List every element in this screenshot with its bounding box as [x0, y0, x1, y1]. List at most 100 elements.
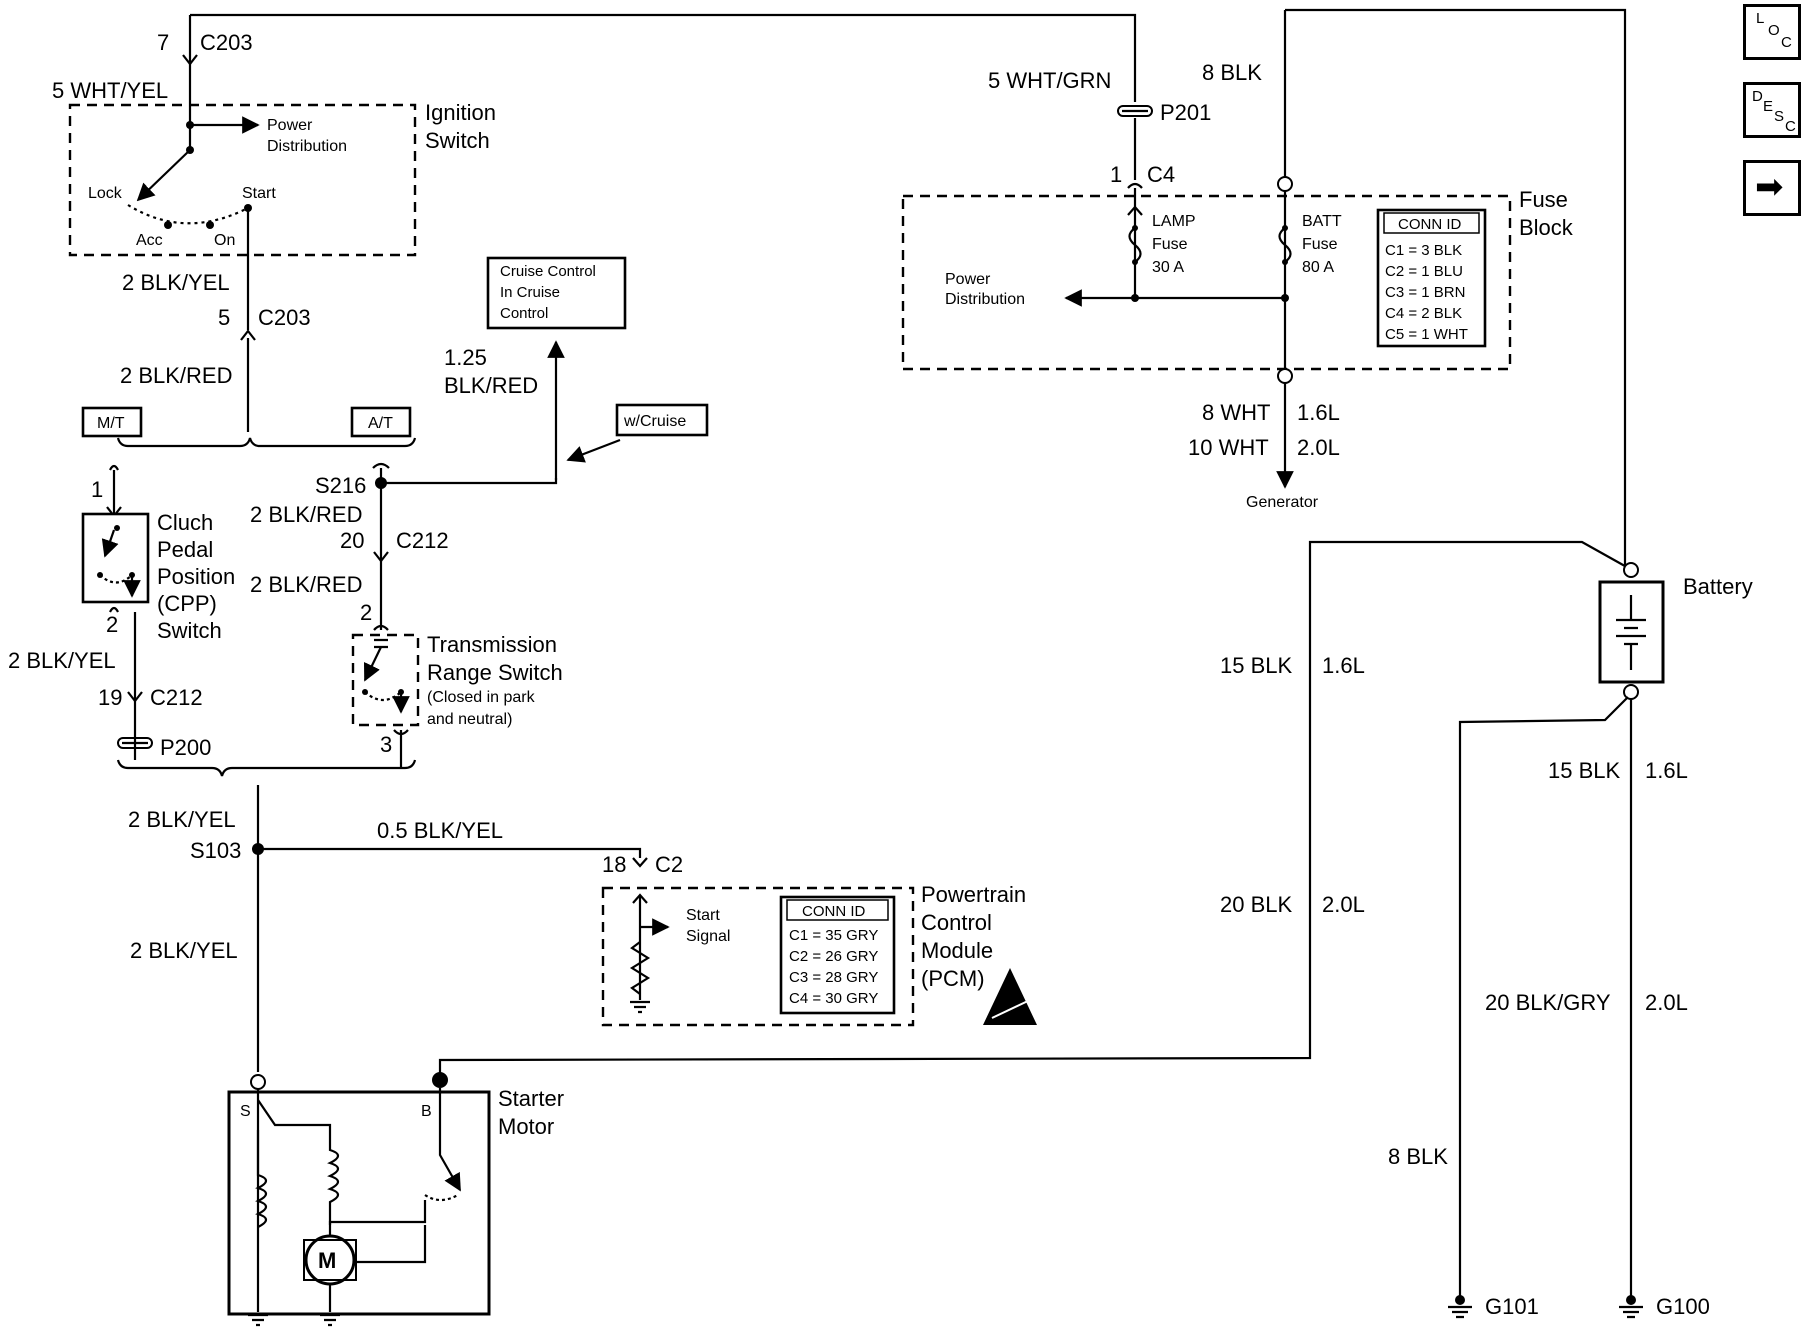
starter-cable-engine-1: 1.6L: [1322, 653, 1365, 678]
fuse-conn-id-5: C5 = 1 WHT: [1385, 326, 1468, 343]
option-manual-transmission: M/T: [97, 415, 125, 432]
desc-letter-c: C: [1785, 118, 1796, 135]
ignition-circuit: 7 C203 5 WHT/YEL Power Distribution Igni…: [52, 13, 1137, 448]
s216-c212-connector: C212: [396, 528, 449, 553]
s103-splice: S103: [190, 838, 241, 863]
ignition-feed-wire: 5 WHT/YEL: [52, 78, 168, 103]
location-button[interactable]: L O C: [1743, 4, 1801, 60]
cpp-output-pin: 2: [106, 612, 118, 637]
pcm-title-2: Control: [921, 910, 992, 935]
trs-note-2: and neutral): [427, 711, 512, 728]
trs-title-2: Range Switch: [427, 660, 563, 685]
c4-pin: 1: [1110, 162, 1122, 187]
cruise-module-line-3: Control: [500, 305, 548, 322]
g100-ground: G100: [1656, 1294, 1710, 1319]
cruise-wire-gauge: 1.25: [444, 345, 487, 370]
trs-circuit: S216 2 BLK/RED 20 C212 2 BLK/RED 2 Trans…: [211, 462, 563, 777]
ignition-switch-title-1: Ignition: [425, 100, 496, 125]
cruise-wire-color: BLK/RED: [444, 373, 538, 398]
cpp-c212-pin: 19: [98, 685, 122, 710]
s216-c212-pin: 20: [340, 528, 364, 553]
starter-cable-wire-2: 20 BLK: [1220, 892, 1292, 917]
battery-symbol: [1598, 580, 1665, 684]
option-labels: M/T A/T w/Cruise: [81, 403, 709, 463]
next-page-button[interactable]: ➡: [1743, 160, 1801, 216]
pcm-conn-id-header: CONN ID: [802, 903, 866, 920]
ground-cable-wire-2: 20 BLK/GRY: [1485, 990, 1611, 1015]
s216-splice: S216: [315, 473, 366, 498]
cpp-title-4: (CPP): [157, 591, 217, 616]
batt-fuse-3: 80 A: [1302, 259, 1334, 276]
batt-fuse-1: BATT: [1302, 213, 1342, 230]
pcm-pin: 18: [602, 852, 626, 877]
battery-label: Battery: [1683, 574, 1753, 599]
generator-engine-2: 2.0L: [1297, 435, 1340, 460]
g101-ground: G101: [1485, 1294, 1539, 1319]
starter-cable-wire-1: 15 BLK: [1220, 653, 1292, 678]
trs-box: [351, 633, 420, 727]
fuse-block-circuit: 5 WHT/GRN P201 1 C4 Fuse Block LAMP Fuse…: [901, 8, 1627, 565]
batt-feed-wire: 8 BLK: [1202, 60, 1262, 85]
cpp-title-3: Position: [157, 564, 235, 589]
loc-letter-c: C: [1781, 34, 1792, 51]
cruise-module-line-2: In Cruise: [500, 284, 560, 301]
starter-title-1: Starter: [498, 1086, 564, 1111]
ignition-output-pin: 5: [218, 305, 230, 330]
fuse-block-title-2: Block: [1519, 215, 1574, 240]
ignition-acc-label: Acc: [136, 232, 163, 249]
desc-letter-s: S: [1774, 108, 1785, 125]
s216-wire-1: 2 BLK/RED: [250, 502, 363, 527]
generator-engine-1: 1.6L: [1297, 400, 1340, 425]
pcm-conn-id-4: C4 = 30 GRY: [789, 990, 878, 1007]
option-with-cruise: w/Cruise: [623, 413, 686, 430]
ignition-switch-box: [68, 103, 417, 257]
cpp-title-2: Pedal: [157, 537, 213, 562]
desc-letter-e: E: [1763, 98, 1774, 115]
cruise-module-line-1: Cruise Control: [500, 263, 596, 280]
fuse-block-title-1: Fuse: [1519, 187, 1568, 212]
ignition-down-wire: 2 BLK/RED: [120, 363, 233, 388]
battery-circuit: Battery 15 BLK 1.6L 20 BLK 2.0L 15 BLK 1…: [1220, 562, 1753, 1319]
esd-warning-icon: [983, 968, 1037, 1025]
fuse-conn-id-1: C1 = 3 BLK: [1385, 242, 1462, 259]
cpp-title-5: Switch: [157, 618, 222, 643]
starter-s-terminal: S: [240, 1103, 251, 1120]
lamp-fuse-2: Fuse: [1152, 236, 1188, 253]
cruise-control-module: Cruise Control In Cruise Control 1.25 BL…: [444, 256, 627, 480]
lamp-fuse-1: LAMP: [1152, 213, 1196, 230]
ground-cable-engine-2: 2.0L: [1645, 990, 1688, 1015]
pcm-start-signal-2: Signal: [686, 928, 730, 945]
starter-cable-engine-2: 2.0L: [1322, 892, 1365, 917]
ignition-on-label: On: [214, 232, 235, 249]
pcm-title-1: Powertrain: [921, 882, 1026, 907]
pcm-box: [601, 886, 915, 1027]
ignition-top-pin: 7: [157, 30, 169, 55]
ignition-power-distribution-2: Distribution: [267, 138, 347, 155]
c4-connector: C4: [1147, 162, 1175, 187]
ignition-switch-title-2: Switch: [425, 128, 490, 153]
fuse-conn-id-4: C4 = 2 BLK: [1385, 305, 1462, 322]
generator-wire-1: 8 WHT: [1202, 400, 1270, 425]
trs-output-pin: 3: [380, 732, 392, 757]
p200-passthrough: P200: [160, 735, 211, 760]
s103-bottom-wire: 2 BLK/YEL: [130, 938, 238, 963]
ignition-power-distribution-1: Power: [267, 117, 313, 134]
pcm-title-3: Module: [921, 938, 993, 963]
p201-passthrough: P201: [1160, 100, 1211, 125]
s103-top-wire: 2 BLK/YEL: [128, 807, 236, 832]
cpp-switch-circuit: 1 Cluch Pedal Position (CPP) Switch 2 2 …: [8, 464, 235, 770]
trs-note-1: (Closed in park: [427, 689, 536, 706]
fuse-conn-id-header: CONN ID: [1398, 216, 1462, 233]
ignition-lock-label: Lock: [88, 185, 123, 202]
starter-motor-symbol: M: [318, 1248, 336, 1273]
loc-letter-l: L: [1756, 10, 1765, 27]
pcm-conn-id-3: C3 = 28 GRY: [789, 969, 878, 986]
description-button[interactable]: D E S C: [1743, 82, 1801, 138]
g101-wire: 8 BLK: [1388, 1144, 1448, 1169]
s103-pcm-wire: 0.5 BLK/YEL: [377, 818, 503, 843]
ignition-output-connector: C203: [258, 305, 311, 330]
cpp-title-1: Cluch: [157, 510, 213, 535]
fuse-power-dist-1: Power: [945, 271, 991, 288]
lamp-fuse-3: 30 A: [1152, 259, 1184, 276]
